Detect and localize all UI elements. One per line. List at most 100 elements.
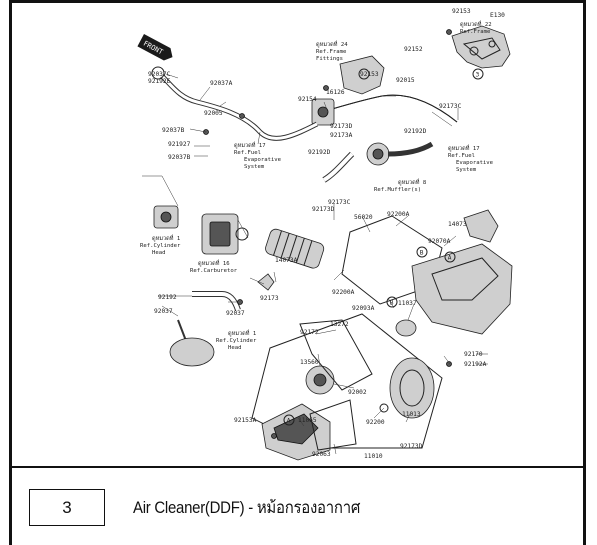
part-label: 92200A [332,289,355,296]
part-label: 92173D [312,206,335,213]
lower-housing-part [251,313,443,449]
part-label: 92200A [387,211,410,218]
ref-label: Ref.Cylinder [216,338,257,344]
side-cover-part [261,403,331,461]
small-element-part [395,319,417,337]
ref-label: Ref.Carburetor [190,268,238,274]
ref-label: Head [152,250,165,256]
left-hose-part [160,74,319,141]
ref-label: ดูหมวดที่ 17 [448,144,480,152]
ref-label: ดูหมวดที่ 1 [228,329,256,337]
part-label: 11065 [298,417,317,424]
carburetor-part [201,213,249,255]
part-label: 92037 [226,310,245,317]
screw-icon [271,433,277,439]
bolt-icon [446,361,452,367]
air-filter-element-part [389,357,435,419]
part-label: 92037C [148,71,171,78]
svg-text:B: B [390,300,394,307]
bolt-icon [323,85,329,91]
cover-plate-part [299,319,373,391]
ref-label: ดูหมวดที่ 17 [234,141,266,149]
part-label: 92170 [464,351,483,358]
ref-label: System [244,164,265,170]
intake-duct-part [265,228,325,269]
right-border-line [583,0,586,545]
ref-label: Evaporative [244,157,282,163]
front-arrow-icon: FRONT [137,34,173,61]
cylinder-intake-part [153,205,179,229]
air-duct-cover-part [463,209,499,243]
page-number-box: 3 [29,489,105,526]
part-label: 92153 [360,71,379,78]
ref-label: ดูหมวดที่ 8 [398,178,427,186]
ref-label: Ref.Frame [316,49,347,55]
part-label: E130 [490,12,505,19]
part-label: 11037 [398,300,417,307]
ref-label: Head [228,345,241,351]
svg-text:A: A [287,418,291,425]
part-label: 14073A [275,257,298,264]
left-border-line [9,0,12,545]
part-label: 11010 [364,453,383,460]
hose-cap-icon [151,66,165,80]
valve-part [311,98,335,126]
ref-label: ดูหมวดที่ 24 [316,40,348,48]
part-label: 92037B [168,154,191,161]
ref-label: ดูหมวดที่ 16 [198,259,230,267]
ref-label: Ref.Cylinder [140,243,181,249]
ref-label: Evaporative [456,160,494,166]
bolt-icon [446,29,452,35]
part-label: 92200 [366,419,385,426]
part-label: 92173D [400,443,423,450]
oil-separator-part [169,337,215,367]
ref-marker-b: B [416,246,428,258]
clamp-icon [203,129,209,135]
part-label: 92002 [348,389,367,396]
caption-separator-line [11,466,584,468]
part-label: 13560 [300,359,319,366]
grommet-part [379,403,389,413]
ref-label: ดูหมวดที่ 1 [152,234,180,242]
svg-text:B: B [420,250,424,257]
part-label: 92173D [330,123,353,130]
part-label: 56020 [354,214,373,221]
part-label: 92172 [300,329,319,336]
air-box-housing-part [411,243,513,335]
svg-text:A: A [448,255,452,262]
part-label: 92173A [330,132,353,139]
part-label: 92152 [404,46,423,53]
clip-part [257,273,275,291]
ref-marker-a: A [444,251,456,263]
part-label: 92153A [234,417,257,424]
part-label: 92192A [464,361,487,368]
part-label: 92153 [452,8,471,15]
page-number: 3 [62,497,72,517]
top-border-line [9,0,586,3]
ref-marker-3: 3 [472,68,484,80]
part-label: 16126 [326,89,345,96]
ref-label: Ref.Muffler(s) [374,187,421,193]
clamp-icon [239,113,245,119]
part-label: 92070A [428,238,451,245]
part-label: 11013 [402,411,421,418]
part-label: 13272 [330,321,349,328]
part-label: 92192D [404,128,427,135]
part-label: 92063 [312,451,331,458]
part-label: 92005 [204,110,223,117]
part-label: 92037A [210,80,233,87]
ref-label: Fittings [316,56,343,62]
fittings-bracket-part [339,55,385,95]
page-caption: Air Cleaner(DDF) - หม้อกรองอากาศ [133,498,361,517]
part-label: 92173C [439,103,462,110]
exploded-parts-diagram: FRONT [137,8,513,461]
part-label: 921927 [168,141,191,148]
part-label: 92173 [260,295,279,302]
frame-bracket-part [451,25,511,69]
seal-part [309,399,357,451]
part-label: 92037 [154,308,173,315]
part-label: 92037B [162,127,185,134]
part-label: 92192 [158,294,177,301]
ref-label: System [456,167,477,173]
